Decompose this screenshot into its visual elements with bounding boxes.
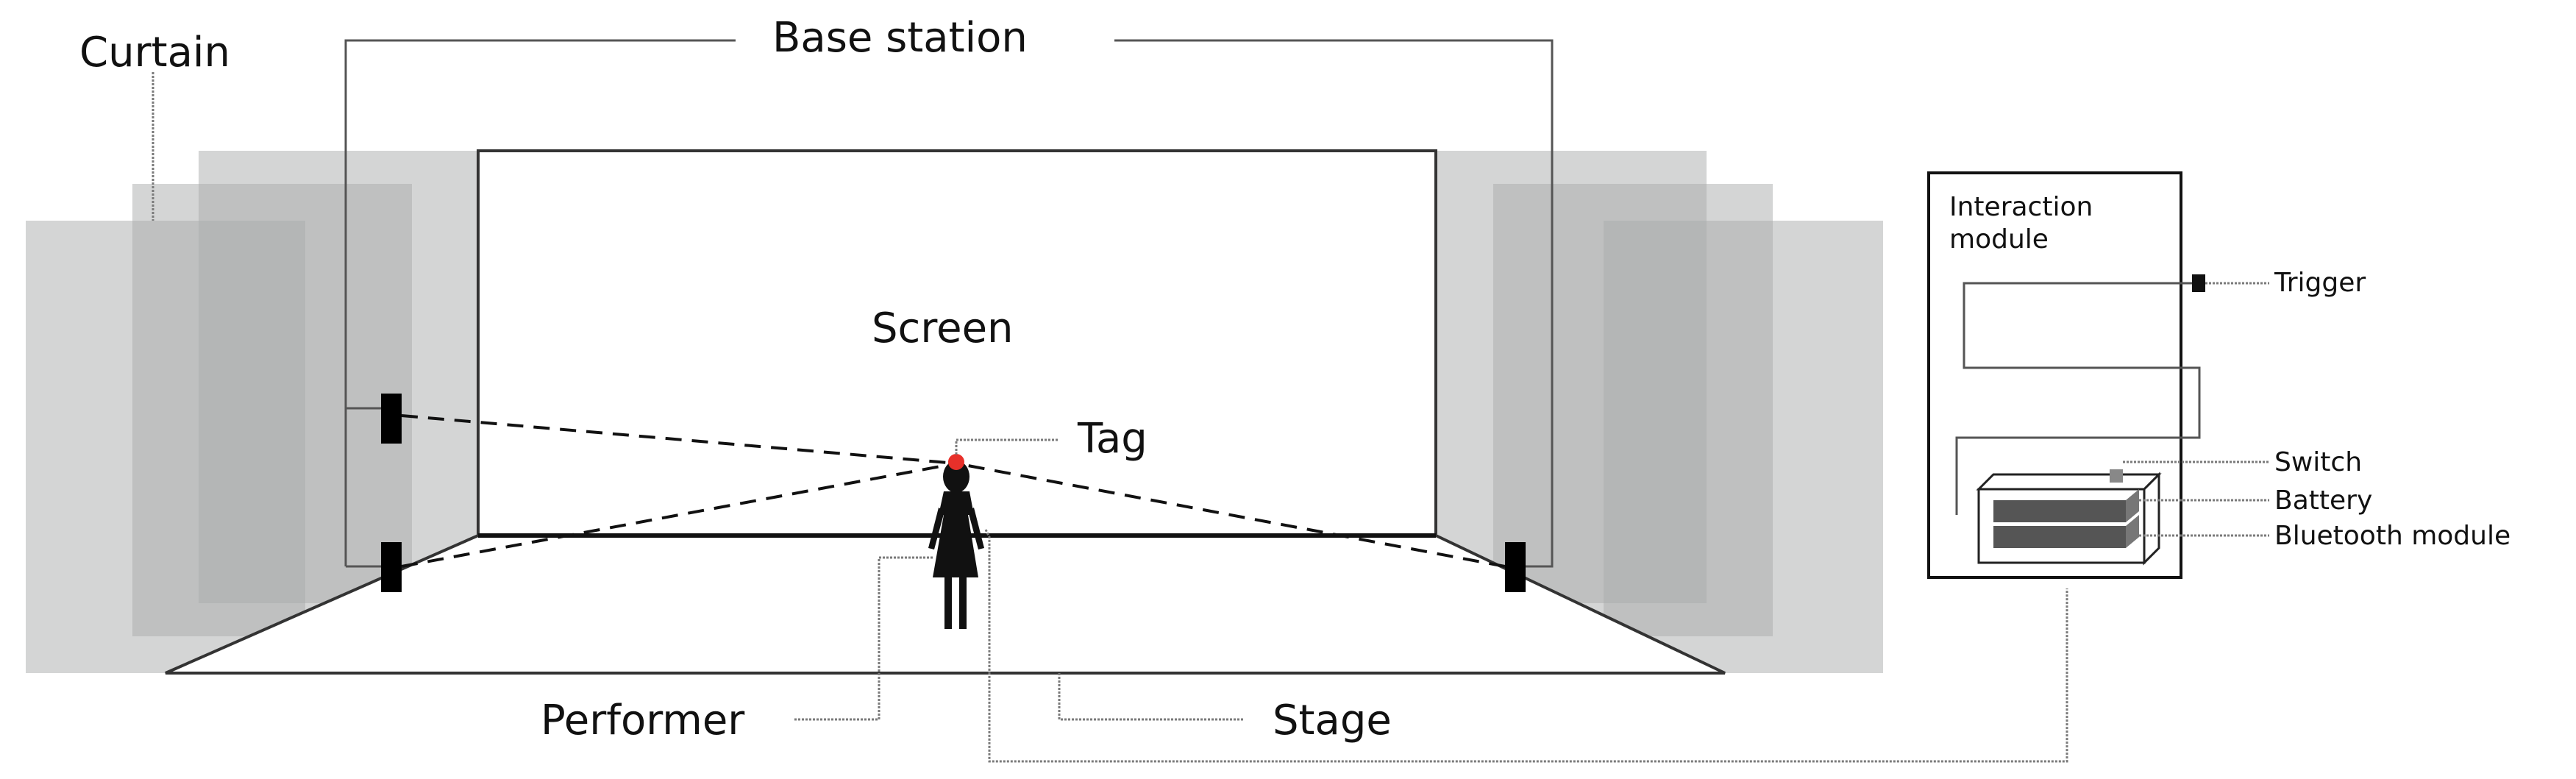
tag-label: Tag	[1077, 415, 1148, 463]
base-station-left-lower	[381, 542, 402, 592]
cable-leader	[984, 529, 2068, 763]
base-station-frame	[344, 39, 1554, 568]
bluetooth-module-label: Bluetooth module	[2274, 521, 2511, 551]
trigger-wire	[1955, 282, 2201, 515]
trigger-label: Trigger	[2274, 268, 2366, 298]
curtain-right	[1427, 151, 1883, 673]
curtain-label: Curtain	[79, 29, 230, 77]
tag-marker	[948, 454, 964, 470]
base-station-right	[1505, 542, 1526, 592]
bluetooth-layer	[1993, 526, 2126, 548]
interaction-module-label-line2: module	[1949, 224, 2049, 255]
switch-block	[2110, 469, 2123, 483]
module-internals	[1976, 469, 2162, 566]
switch-label: Switch	[2274, 447, 2362, 477]
curtain-panel	[1604, 221, 1883, 673]
interaction-module-label-line1: Interaction	[1949, 192, 2093, 222]
base-station-label: Base station	[772, 14, 1028, 62]
performer-label: Performer	[541, 697, 745, 744]
performer-figure	[928, 460, 984, 629]
curtain-panel	[26, 221, 305, 673]
trigger-button	[2192, 274, 2205, 292]
battery-label: Battery	[2274, 485, 2372, 516]
interaction-module-label: Interaction module	[1949, 192, 2102, 255]
stage-leader	[1058, 673, 1243, 721]
tracking-lines	[401, 414, 1506, 568]
curtain-left	[26, 151, 478, 673]
tag-leader	[955, 438, 1059, 455]
stage-label: Stage	[1273, 697, 1392, 744]
battery-layer	[1993, 500, 2126, 522]
screen-label: Screen	[872, 305, 1014, 352]
performer-leader	[794, 556, 933, 721]
base-station-left-upper	[381, 394, 402, 444]
